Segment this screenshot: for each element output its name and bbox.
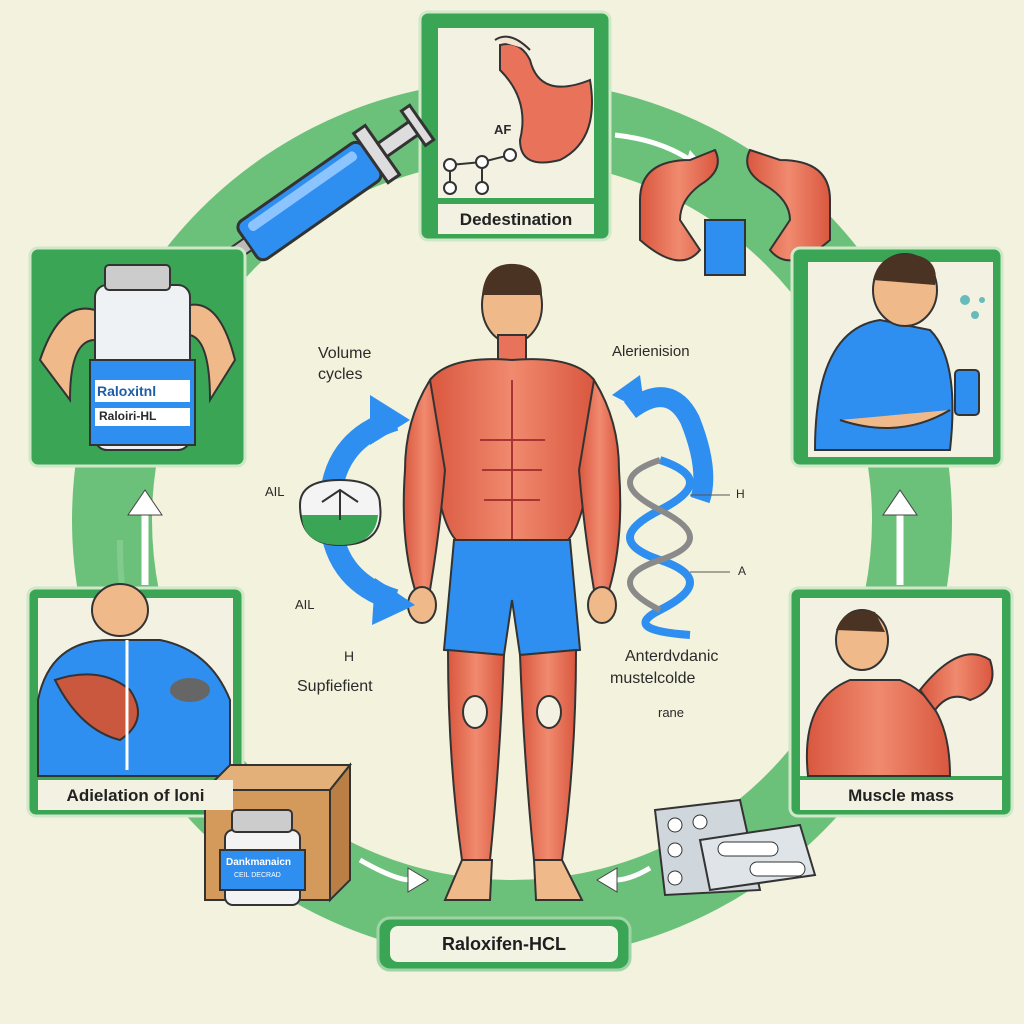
bottom-badge-label: Raloxifen-HCL [441,934,566,954]
connector-arrow [614,132,692,163]
center-right-text-1: Anterdvdanic [625,648,719,665]
card-right-top [790,246,1004,468]
arrow-to-figure-right [614,865,652,883]
box-with-bottle [202,762,353,906]
card-top [418,10,612,242]
center-left-label-h: H [344,648,355,664]
center-right-label-h: H [736,487,745,501]
pill-blister-icon [653,798,817,897]
center-left-text-volume: Volume [318,345,372,362]
arrow-to-figure-left [358,857,411,883]
card-left-top [28,246,247,468]
top-card-inner-label: AF [494,122,512,137]
syringe-icon [181,103,436,292]
vial-label-primary: Raloxitnl [97,383,157,399]
center-left-label-ail-1: AIL [265,484,285,499]
human-figure [402,263,622,901]
center-right-text-top: Alerienision [612,343,690,360]
left-bottom-card-caption: Adielation of loni [66,786,205,805]
center-left-text-bottom: Supfiefient [297,678,373,695]
vial-label-secondary: Raloiri-HL [99,409,157,423]
card-left-bottom [26,583,245,818]
right-bottom-card-caption: Muscle mass [848,786,954,805]
center-right-label-a: A [738,564,747,578]
card-right-bottom [788,586,1014,818]
flexing-arms-icon [639,148,831,276]
center-right-text-3: rane [658,705,685,720]
cycle-arrow-left [298,395,415,625]
box-bottle-label-secondary: CEIL DECRAD [234,872,281,879]
top-card-caption: Dedestination [459,210,573,229]
box-bottle-label-primary: Dankmanaicn [226,857,292,868]
center-left-text-cycles: cycles [318,366,363,383]
dna-helix-icon [612,375,730,639]
center-left-label-ail-2: AIL [295,597,315,612]
bottom-badge-inner [390,926,618,962]
center-right-text-2: mustelcolde [610,670,696,687]
